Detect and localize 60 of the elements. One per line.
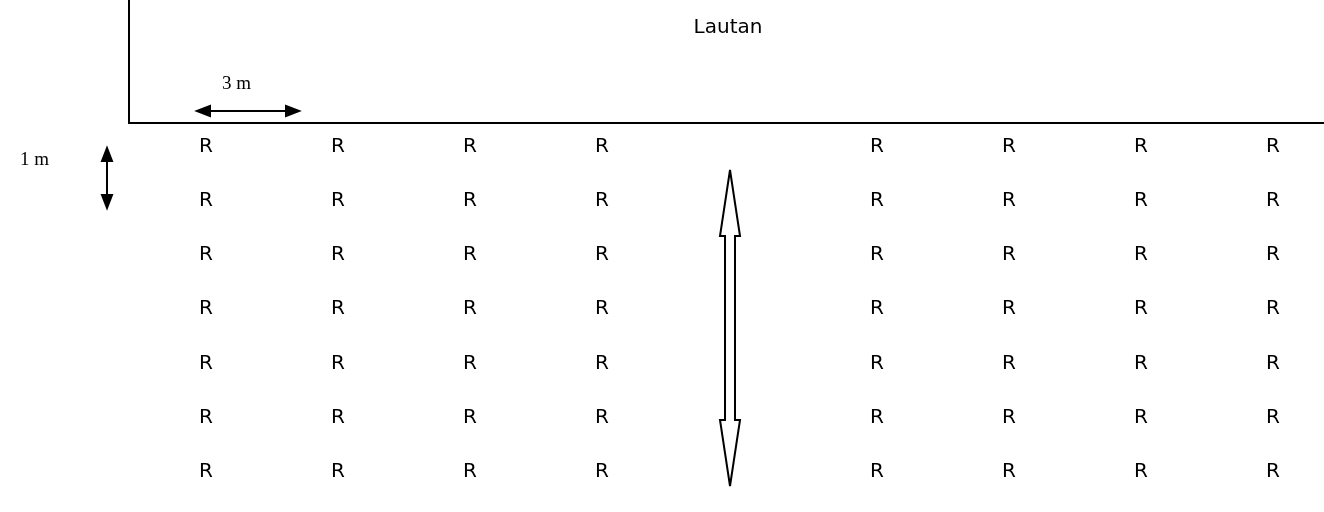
plant-marker: R [463, 295, 477, 319]
plant-marker: R [595, 295, 609, 319]
plant-marker: R [463, 458, 477, 482]
plant-marker: R [1002, 458, 1016, 482]
plant-marker: R [199, 404, 213, 428]
plant-marker: R [1002, 241, 1016, 265]
plant-marker: R [870, 241, 884, 265]
plant-marker: R [870, 458, 884, 482]
area-label: Lautan [692, 14, 764, 38]
plant-marker: R [331, 350, 345, 374]
plant-marker: R [463, 187, 477, 211]
plant-marker: R [1134, 187, 1148, 211]
plant-marker: R [463, 133, 477, 157]
plant-marker: R [1266, 133, 1280, 157]
plant-marker: R [870, 404, 884, 428]
plant-marker: R [199, 187, 213, 211]
plant-marker: R [1266, 404, 1280, 428]
plant-marker: R [595, 350, 609, 374]
plant-marker: R [1134, 133, 1148, 157]
plant-marker: R [463, 404, 477, 428]
plant-marker: R [463, 241, 477, 265]
plant-marker: R [331, 241, 345, 265]
plant-marker: R [331, 404, 345, 428]
plant-marker: R [331, 295, 345, 319]
plant-marker: R [595, 187, 609, 211]
plant-marker: R [870, 350, 884, 374]
sea-area-box [128, 0, 1324, 124]
plant-marker: R [331, 133, 345, 157]
plant-marker: R [199, 458, 213, 482]
plant-marker: R [1002, 404, 1016, 428]
plant-marker: R [1266, 295, 1280, 319]
plant-marker: R [1134, 404, 1148, 428]
plant-marker: R [870, 133, 884, 157]
dimension-label: 1 m [20, 148, 50, 170]
plant-marker: R [463, 350, 477, 374]
plant-marker: R [199, 295, 213, 319]
plant-marker: R [1134, 350, 1148, 374]
plant-marker: R [595, 404, 609, 428]
plant-marker: R [331, 187, 345, 211]
plant-marker: R [870, 187, 884, 211]
plant-marker: R [331, 458, 345, 482]
plant-marker: R [1002, 350, 1016, 374]
plant-marker: R [1002, 295, 1016, 319]
plant-marker: R [1266, 187, 1280, 211]
plant-marker: R [199, 133, 213, 157]
dimension-label: 3 m [222, 72, 252, 94]
plant-marker: R [1266, 458, 1280, 482]
plant-marker: R [1134, 295, 1148, 319]
plant-marker: R [595, 458, 609, 482]
plant-marker: R [1266, 241, 1280, 265]
plant-marker: R [595, 241, 609, 265]
plant-marker: R [199, 241, 213, 265]
plant-marker: R [595, 133, 609, 157]
plant-marker: R [1134, 458, 1148, 482]
plant-marker: R [1002, 187, 1016, 211]
plant-marker: R [1002, 133, 1016, 157]
plant-marker: R [1266, 350, 1280, 374]
plant-marker: R [1134, 241, 1148, 265]
plant-marker: R [870, 295, 884, 319]
plant-marker: R [199, 350, 213, 374]
